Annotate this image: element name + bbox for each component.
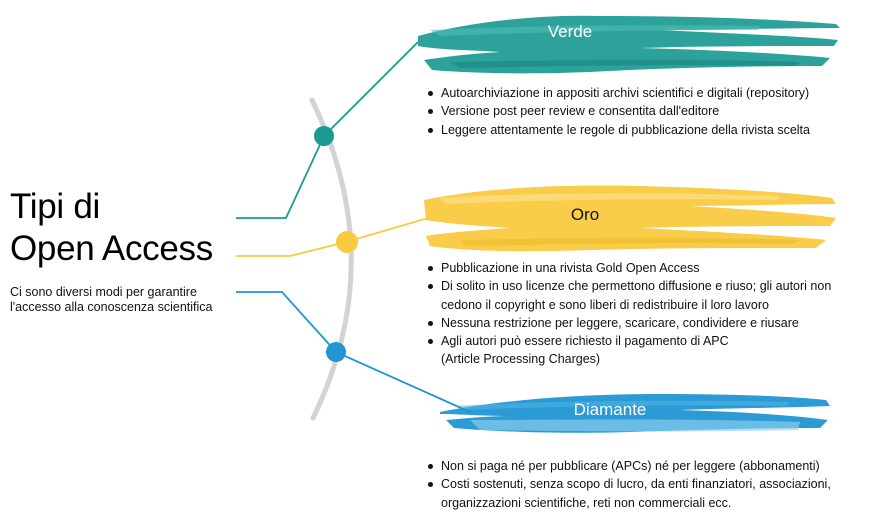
verde-point: Versione post peer review e consentita d…: [427, 102, 810, 120]
main-title-line-2: Open Access: [10, 229, 213, 268]
main-title-line-1: Tipi di: [10, 187, 100, 226]
verde-point: Autoarchiviazione in appositi archivi sc…: [427, 84, 810, 102]
subtitle: Ci sono diversi modi per garantire l'acc…: [10, 285, 213, 315]
oro-label: Oro: [570, 205, 600, 224]
diamante-banner: [440, 394, 830, 433]
oro-node: [336, 231, 358, 253]
verde-connector: [236, 41, 419, 219]
diamante-connector: [236, 291, 471, 413]
subtitle-line-2: l'accesso alla conoscenza scientifica: [10, 300, 213, 314]
oro-banner: [424, 185, 836, 252]
oro-point: Nessuna restrizione per leggere, scarica…: [427, 314, 831, 332]
verde-points: Autoarchiviazione in appositi archivi sc…: [427, 84, 810, 139]
oro-connector: [236, 217, 429, 257]
subtitle-line-1: Ci sono diversi modi per garantire: [10, 285, 197, 299]
verde-node: [314, 126, 334, 146]
oro-point: Agli autori può essere richiesto il paga…: [427, 332, 831, 369]
oro-points: Pubblicazione in una rivista Gold Open A…: [427, 259, 831, 369]
diamante-points: Non si paga né per pubblicare (APCs) né …: [427, 457, 831, 512]
main-title: Tipi di Open Access: [10, 186, 213, 270]
diamante-label: Diamante: [573, 400, 647, 419]
verde-point: Leggere attentamente le regole di pubbli…: [427, 121, 810, 139]
oro-point: Pubblicazione in una rivista Gold Open A…: [427, 259, 831, 277]
verde-label: Verde: [547, 22, 593, 41]
oro-point: Di solito in uso licenze che permettono …: [427, 277, 831, 314]
diamante-point: Non si paga né per pubblicare (APCs) né …: [427, 457, 831, 475]
diamante-node: [326, 342, 346, 362]
diamante-point: Costi sostenuti, senza scopo di lucro, d…: [427, 475, 831, 512]
verde-banner: [418, 15, 840, 74]
